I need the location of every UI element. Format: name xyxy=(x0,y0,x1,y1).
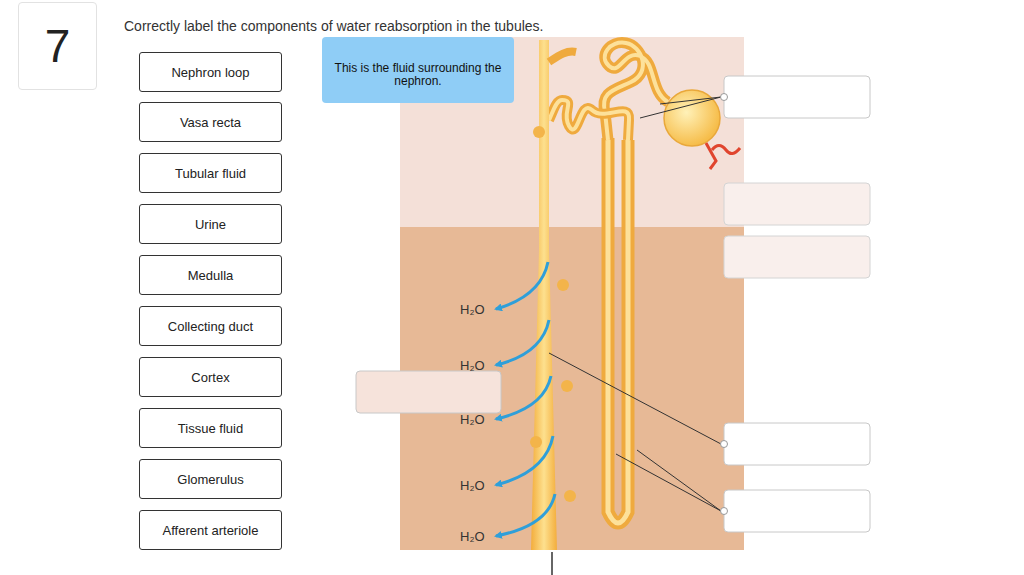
water-label: H₂O xyxy=(460,358,485,373)
node-text: Collecting duct xyxy=(168,319,253,334)
node-text: Tissue fluid xyxy=(178,421,243,436)
urine-outflow-line xyxy=(551,552,553,575)
proximal-lumen xyxy=(604,43,668,140)
water-label: H₂O xyxy=(460,412,485,427)
nephron-loop xyxy=(608,138,628,523)
distal-lumen xyxy=(549,100,629,140)
answer-label: Collecting duct xyxy=(139,306,282,346)
node-text: Afferent arteriole xyxy=(163,523,259,538)
question-number: 7 xyxy=(18,2,97,90)
title: Correctly label the components of water … xyxy=(124,18,543,34)
node-text: Urine xyxy=(195,217,226,232)
node-text: Cortex xyxy=(191,370,229,385)
answer-label: Vasa recta xyxy=(139,102,282,142)
node-text: This is the fluid surrounding the nephro… xyxy=(332,62,504,88)
node-text: Glomerulus xyxy=(177,472,243,487)
leader-line xyxy=(549,353,721,444)
leader-line xyxy=(640,97,721,118)
loop-lumen xyxy=(608,138,628,523)
duct-bump xyxy=(564,490,576,502)
drop-zone xyxy=(724,236,870,278)
duct-bump xyxy=(533,126,545,138)
arteriole xyxy=(706,143,716,169)
answer-label: Medulla xyxy=(139,255,282,295)
node-text: 7 xyxy=(45,19,71,73)
collecting-duct xyxy=(531,40,557,550)
hint-tooltip: This is the fluid surrounding the nephro… xyxy=(322,37,514,103)
water-label: H₂O xyxy=(460,529,485,544)
node-text: Nephron loop xyxy=(171,65,249,80)
answer-label: Afferent arteriole xyxy=(139,510,282,550)
duct-branch xyxy=(549,52,576,62)
arteriole xyxy=(712,146,740,154)
node-text: Tubular fluid xyxy=(175,166,246,181)
drop-zone xyxy=(724,183,870,225)
drop-zone xyxy=(356,371,501,413)
water-arrow xyxy=(496,436,553,485)
drop-zone xyxy=(724,423,870,465)
water-arrow xyxy=(496,320,549,365)
node-text: Vasa recta xyxy=(180,115,241,130)
answer-label: Urine xyxy=(139,204,282,244)
water-arrow xyxy=(496,494,555,536)
water-label: H₂O xyxy=(460,302,485,317)
leader-dot xyxy=(721,94,728,101)
answer-label: Tubular fluid xyxy=(139,153,282,193)
node-text: Medulla xyxy=(188,268,234,283)
water-arrow xyxy=(496,262,548,309)
water-label: H₂O xyxy=(460,478,485,493)
leader-dot xyxy=(721,508,728,515)
answer-label: Tissue fluid xyxy=(139,408,282,448)
duct-bump xyxy=(557,279,569,291)
answer-label: Glomerulus xyxy=(139,459,282,499)
answer-label: Cortex xyxy=(139,357,282,397)
drop-zone xyxy=(724,490,870,532)
leader-dot xyxy=(721,441,728,448)
leader-line xyxy=(616,450,721,511)
duct-bump xyxy=(561,380,573,392)
duct-bump xyxy=(530,436,542,448)
drop-zone xyxy=(724,76,870,118)
proximal-tubule xyxy=(604,43,668,140)
distal-tubule xyxy=(549,100,629,140)
answer-label: Nephron loop xyxy=(139,52,282,92)
water-arrow xyxy=(496,376,551,419)
